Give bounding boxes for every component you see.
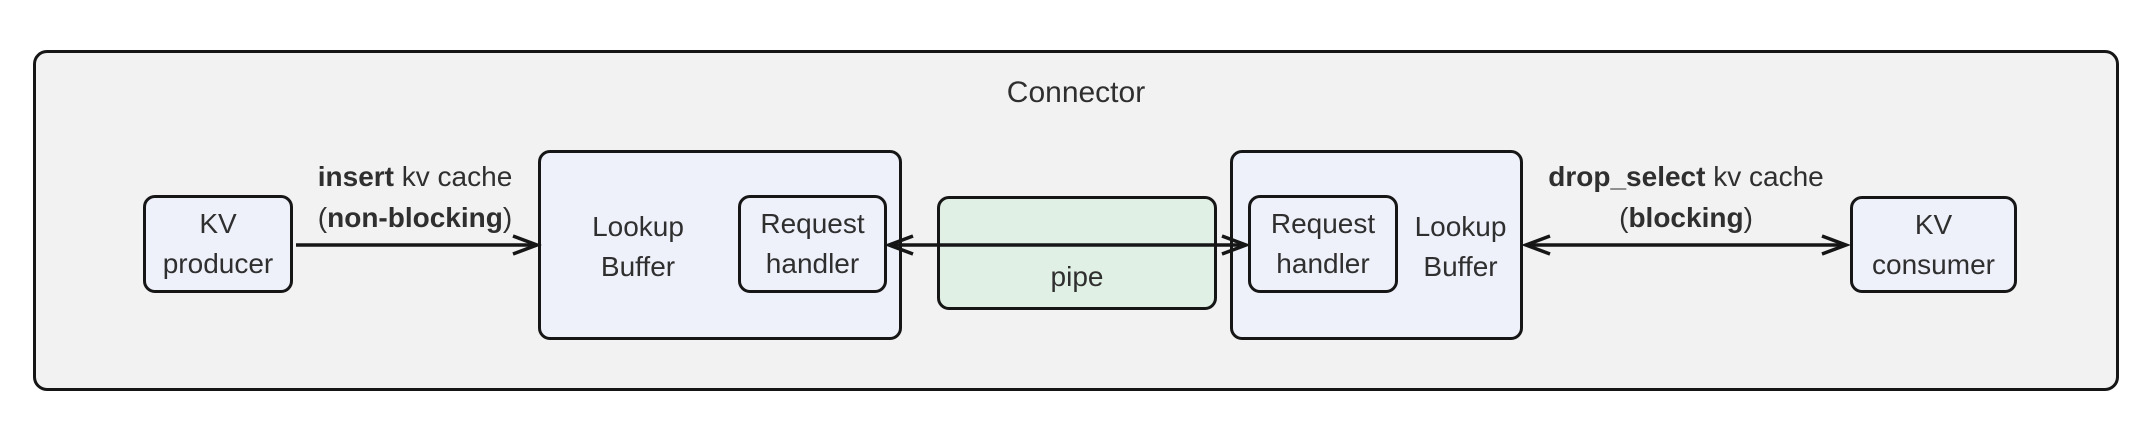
request-handler-left-label-line1: Request [760, 208, 865, 239]
node-kv-consumer: KV consumer [1850, 196, 2017, 293]
kv-producer-label-line2: producer [162, 248, 274, 279]
lookup-buffer-right-label-line1: Lookup [1414, 211, 1507, 242]
node-request-handler-right: Request handler [1248, 195, 1398, 293]
request-handler-left-label-line2: handler [765, 248, 860, 279]
lookup-buffer-right-label-line2: Buffer [1423, 251, 1498, 282]
node-kv-producer: KV producer [143, 195, 293, 293]
lookup-buffer-left-label-line2: Buffer [600, 251, 676, 282]
lookup-buffer-left-label: Lookup Buffer [538, 207, 738, 287]
connector-title: Connector [1006, 76, 1146, 109]
kv-consumer-label-line1: KV [1914, 208, 1953, 240]
request-handler-right-label-line2: handler [1276, 248, 1370, 279]
lookup-buffer-right-label: Lookup Buffer [1398, 207, 1523, 287]
node-request-handler-left: Request handler [738, 195, 887, 293]
node-pipe: pipe [937, 196, 1217, 310]
lookup-buffer-left-label-line1: Lookup [592, 211, 684, 242]
kv-consumer-label-line2: consumer [1872, 248, 1995, 280]
kv-producer-label-line1: KV [199, 208, 237, 239]
request-handler-right-label-line1: Request [1270, 208, 1376, 239]
pipe-label: pipe [1050, 261, 1104, 292]
